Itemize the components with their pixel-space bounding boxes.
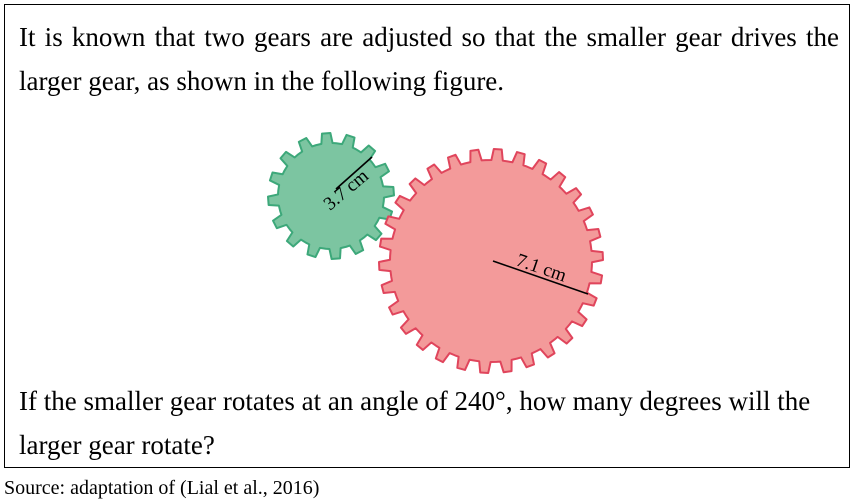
source-citation: Source: adaptation of (Lial et al., 2016… bbox=[4, 477, 320, 499]
problem-box: It is known that two gears are adjusted … bbox=[4, 4, 850, 468]
problem-question-text: If the smaller gear rotates at an angle … bbox=[19, 386, 811, 460]
large-gear-body bbox=[378, 148, 604, 374]
small-gear: 3.7 cm bbox=[267, 132, 395, 260]
large-gear-radius-line bbox=[492, 260, 589, 295]
gears-figure: 3.7 cm 7.1 cm bbox=[251, 129, 621, 379]
large-gear: 7.1 cm bbox=[378, 148, 604, 374]
problem-intro-text: It is known that two gears are adjusted … bbox=[19, 22, 839, 96]
small-gear-radius-line bbox=[335, 156, 373, 190]
